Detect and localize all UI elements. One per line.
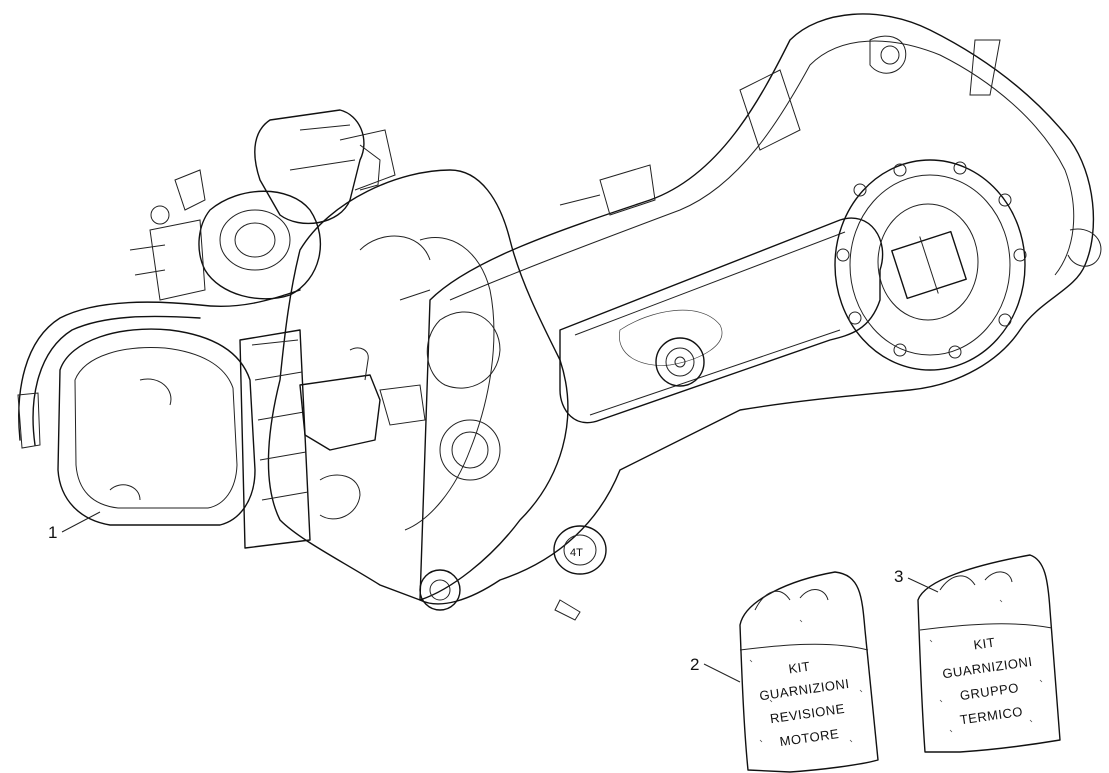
lower-mount [419,569,461,611]
leader-line-2 [703,663,741,683]
transmission-case-inner [449,40,1075,301]
kit1-line2: GUARNIZIONI [758,676,850,703]
kit2-line4: TERMICO [959,704,1024,728]
thermostat-housing [299,374,381,451]
leader-line-1 [61,511,101,533]
kit1-line1: KIT [788,659,812,677]
callout-2: 2 [690,655,741,683]
clutch-cover [834,159,1026,371]
transmission-case-outline [419,13,1095,605]
kit2-line2: GUARNIZIONI [941,654,1033,681]
kit1-line4: MOTORE [779,726,840,749]
oil-filler-cap [553,525,607,575]
svg-text:4T: 4T [570,547,583,559]
crankcase [267,169,569,601]
intake-manifold [198,190,322,300]
callout-number-1: 1 [48,523,57,542]
throttle-body [254,109,365,225]
callout-number-3: 3 [894,567,903,586]
cylinder-head-cover [57,328,256,526]
kit2-line3: GRUPPO [959,680,1020,703]
callout-1: 1 [48,511,101,542]
callout-3: 3 [894,567,939,593]
kit2-line1: KIT [973,635,997,653]
gasket-kit-bag-engine-overhaul: KIT GUARNIZIONI REVISIONE MOTORE [739,571,879,773]
gasket-kit-bag-cylinder-group: KIT GUARNIZIONI GRUPPO TERMICO [917,554,1061,753]
kit1-line3: REVISIONE [769,701,846,726]
clutch-cover-bolts [836,161,1027,359]
leader-line-3 [907,577,939,593]
wiring-harness [18,289,301,441]
belt-cover-rib [574,231,846,416]
bag-speckle [749,619,863,743]
belt-cover [559,217,884,424]
bag-speckle [929,599,1043,733]
engine-assembly: 4T [17,13,1102,621]
pulley-hub [655,337,705,387]
callout-number-2: 2 [690,655,699,674]
